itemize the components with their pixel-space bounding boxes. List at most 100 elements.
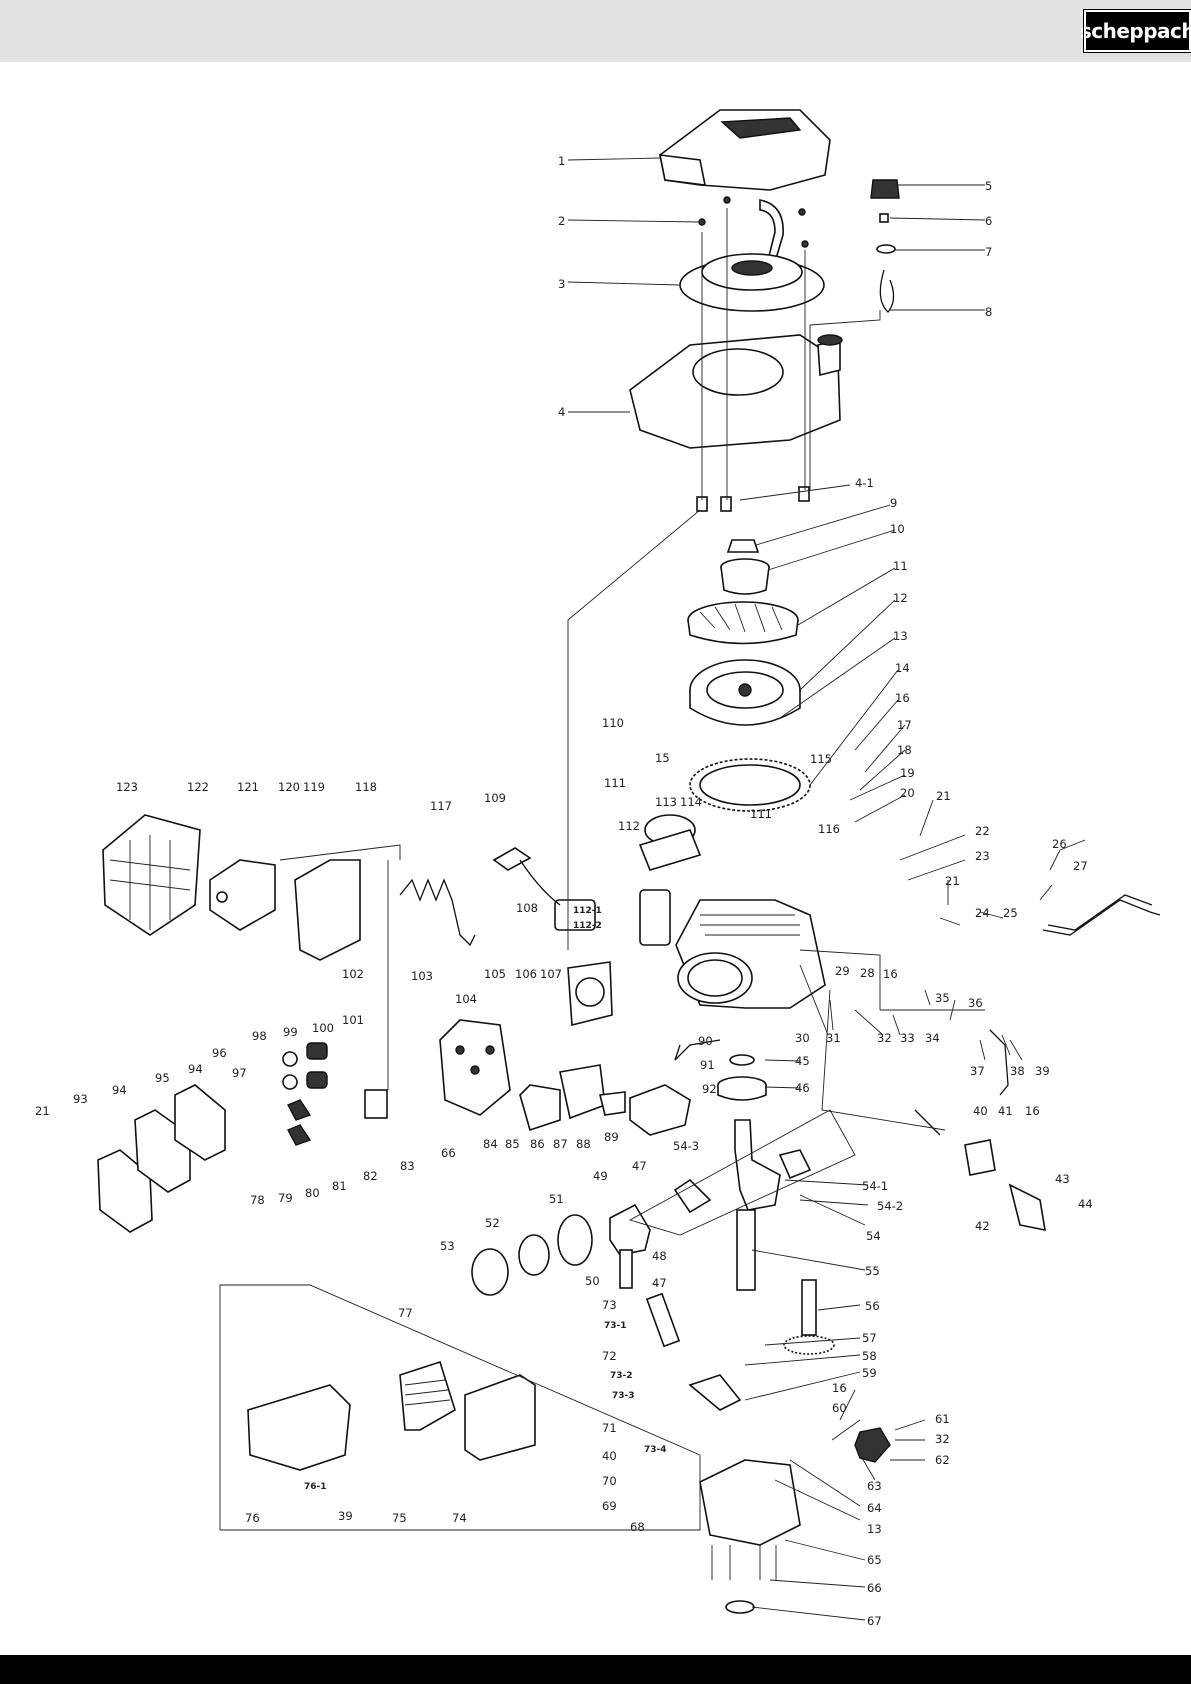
part-control-cable [1042, 894, 1161, 936]
label-69: 69 [602, 1499, 617, 1513]
label-13: 13 [893, 629, 908, 643]
label-74: 74 [452, 1511, 467, 1525]
label-58: 58 [862, 1349, 877, 1363]
label-41: 41 [998, 1104, 1013, 1118]
label-96: 96 [212, 1046, 227, 1060]
label-7: 7 [985, 245, 992, 259]
part-ring-gear [689, 758, 811, 812]
label-19: 19 [900, 766, 915, 780]
label-107: 107 [540, 967, 562, 981]
label-95: 95 [155, 1071, 170, 1085]
label-16b: 16 [883, 967, 898, 981]
label-115: 115 [810, 752, 832, 766]
label-33: 33 [900, 1031, 915, 1045]
part-flywheel [689, 659, 801, 726]
label-40: 40 [973, 1104, 988, 1118]
label-119: 119 [303, 780, 325, 794]
label-47: 47 [632, 1159, 647, 1173]
part-fuel-cap [870, 179, 900, 313]
label-80: 80 [305, 1186, 320, 1200]
label-68: 68 [630, 1520, 645, 1534]
part-governor-parts [645, 1292, 742, 1411]
label-16d: 16 [832, 1381, 847, 1395]
label-40b: 40 [602, 1449, 617, 1463]
part-cylinder-head [439, 1019, 511, 1116]
label-105: 105 [484, 967, 506, 981]
label-36: 36 [968, 996, 983, 1010]
part-air-filter-cover [464, 1374, 536, 1461]
part-rocker-arms [287, 1089, 388, 1146]
label-37: 37 [970, 1064, 985, 1078]
label-88: 88 [576, 1137, 591, 1151]
label-21b: 21 [945, 874, 960, 888]
label-13b: 13 [867, 1522, 882, 1536]
label-49: 49 [593, 1169, 608, 1183]
label-116: 116 [818, 822, 840, 836]
label-35: 35 [935, 991, 950, 1005]
label-15: 15 [655, 751, 670, 765]
label-111: 111 [604, 776, 626, 790]
label-113: 113 [655, 795, 677, 809]
label-72: 72 [602, 1349, 617, 1363]
part-crankshaft [734, 1119, 781, 1291]
label-53: 53 [440, 1239, 455, 1253]
label-51: 51 [549, 1192, 564, 1206]
label-92: 92 [702, 1082, 717, 1096]
part-breather-tube [399, 878, 476, 947]
label-59: 59 [862, 1366, 877, 1380]
label-4: 4 [558, 405, 565, 419]
label-32: 32 [877, 1031, 892, 1045]
label-118: 118 [355, 780, 377, 794]
scheppach-logo: scheppach [1080, 9, 1191, 53]
label-78: 78 [250, 1193, 265, 1207]
label-103: 103 [411, 969, 433, 983]
label-112-2: 112-2 [573, 921, 602, 931]
label-11: 11 [893, 559, 908, 573]
label-100: 100 [312, 1021, 334, 1035]
label-91: 91 [700, 1058, 715, 1072]
label-104: 104 [455, 992, 477, 1006]
label-86: 86 [530, 1137, 545, 1151]
label-24: 24 [975, 906, 990, 920]
part-labels: 1 2 3 4 4-1 5 6 7 8 9 10 11 12 13 14 15 … [35, 154, 1093, 1628]
part-air-filter-gaskets [97, 1084, 226, 1233]
label-108: 108 [516, 901, 538, 915]
label-70: 70 [602, 1474, 617, 1488]
label-76-1: 76-1 [304, 1482, 327, 1492]
label-21c: 21 [35, 1104, 50, 1118]
part-air-filter-housing [247, 1384, 351, 1471]
label-122: 122 [187, 780, 209, 794]
label-60: 60 [832, 1401, 847, 1415]
label-54-2: 54-2 [877, 1199, 903, 1213]
label-6: 6 [985, 214, 992, 228]
label-1: 1 [558, 154, 565, 168]
label-23: 23 [975, 849, 990, 863]
label-21: 21 [936, 789, 951, 803]
part-throttle-linkage [914, 1029, 1046, 1232]
label-48: 48 [652, 1249, 667, 1263]
label-46: 46 [795, 1081, 810, 1095]
label-50: 50 [585, 1274, 600, 1288]
label-93: 93 [73, 1092, 88, 1106]
label-75: 75 [392, 1511, 407, 1525]
label-101: 101 [342, 1013, 364, 1027]
label-43: 43 [1055, 1172, 1070, 1186]
label-25: 25 [1003, 906, 1018, 920]
part-valve-springs [282, 1042, 328, 1090]
label-77: 77 [398, 1306, 413, 1320]
part-flywheel-nut-cup [720, 539, 770, 595]
label-16c: 16 [1025, 1104, 1040, 1118]
part-oil-pump [854, 1427, 891, 1463]
label-3: 3 [558, 277, 565, 291]
label-44: 44 [1078, 1197, 1093, 1211]
label-87: 87 [553, 1137, 568, 1151]
label-29: 29 [835, 964, 850, 978]
label-117: 117 [430, 799, 452, 813]
label-76: 76 [245, 1511, 260, 1525]
leader-lines [567, 157, 1086, 1621]
label-67: 67 [867, 1614, 882, 1628]
label-73: 73 [602, 1298, 617, 1312]
label-112: 112 [618, 819, 640, 833]
label-81: 81 [332, 1179, 347, 1193]
label-94b: 94 [188, 1062, 203, 1076]
